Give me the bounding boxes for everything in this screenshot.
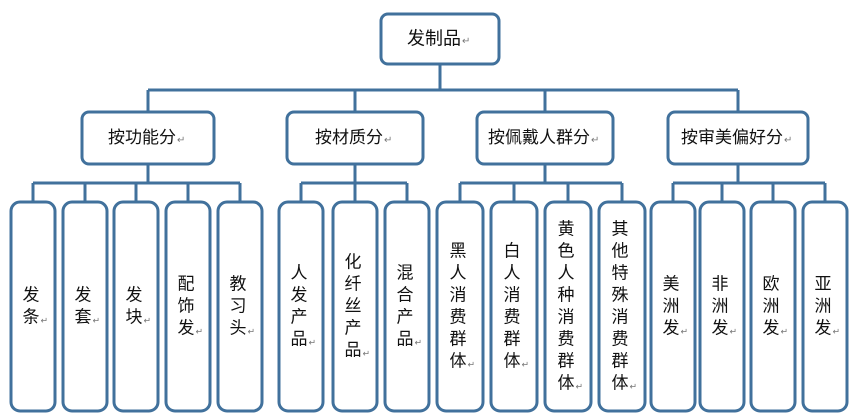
leaf-node-label-1-1-paragraph-mark: ↵ bbox=[41, 317, 49, 327]
leaf-node-label-4-2-paragraph-mark: ↵ bbox=[730, 328, 738, 338]
leaf-node-box-1-3 bbox=[112, 200, 160, 413]
category-node-box-1 bbox=[80, 110, 216, 166]
category-node-label-2: 按材质分 bbox=[315, 128, 383, 148]
leaf-node-box-3-3 bbox=[543, 200, 593, 413]
category-node-label-3: 按佩戴人群分 bbox=[488, 128, 590, 148]
leaf-node-label-4-4-paragraph-mark: ↵ bbox=[833, 328, 841, 338]
leaf-node-box-3-1 bbox=[435, 200, 485, 413]
leaf-node-label-1-2-paragraph-mark: ↵ bbox=[93, 317, 101, 327]
category-node-label-4: 按审美偏好分 bbox=[681, 128, 783, 148]
leaf-node-label-1-4-paragraph-mark: ↵ bbox=[196, 328, 204, 338]
leaf-node-label-1-2: 发套 bbox=[75, 286, 92, 328]
leaf-node-box-2-2 bbox=[331, 200, 379, 413]
root-node-label: 发制品 bbox=[407, 29, 461, 50]
leaf-node-label-2-1: 人发产品 bbox=[291, 264, 308, 350]
leaf-node-box-3-2 bbox=[489, 200, 539, 413]
leaf-node-box-1-1 bbox=[9, 200, 57, 413]
leaf-node-label-2-3-paragraph-mark: ↵ bbox=[415, 339, 423, 349]
leaf-node-label-1-1: 发条 bbox=[23, 286, 40, 328]
leaf-node-label-3-3: 黄色人种消费群体 bbox=[558, 220, 575, 394]
leaf-node-box-2-1 bbox=[277, 200, 325, 413]
category-node-label-3-paragraph-mark: ↵ bbox=[591, 135, 599, 146]
leaf-node-label-4-3-paragraph-mark: ↵ bbox=[781, 328, 789, 338]
category-node-label-4-paragraph-mark: ↵ bbox=[784, 135, 792, 146]
leaf-node-box-3-4 bbox=[597, 200, 647, 413]
leaf-node-label-1-3-paragraph-mark: ↵ bbox=[144, 317, 152, 327]
leaf-node-label-3-1-paragraph-mark: ↵ bbox=[468, 361, 476, 371]
leaf-node-label-1-5-paragraph-mark: ↵ bbox=[248, 328, 256, 338]
leaf-node-box-2-3 bbox=[383, 200, 431, 413]
leaf-node-label-2-2-paragraph-mark: ↵ bbox=[363, 350, 371, 360]
leaf-node-box-4-1 bbox=[649, 200, 697, 413]
category-node-box-2 bbox=[285, 110, 425, 166]
category-node-box-3 bbox=[475, 110, 615, 166]
category-node-label-1-paragraph-mark: ↵ bbox=[177, 135, 185, 146]
category-node-label-2-paragraph-mark: ↵ bbox=[384, 135, 392, 146]
leaf-node-label-3-2: 白人消费群体 bbox=[504, 242, 521, 372]
leaf-node-box-1-4 bbox=[164, 200, 212, 413]
leaf-node-label-2-2: 化纤丝产品 bbox=[345, 253, 362, 361]
leaf-node-label-2-3: 混合产品 bbox=[397, 264, 414, 350]
category-node-box-4 bbox=[666, 110, 810, 166]
leaf-node-box-1-5 bbox=[216, 200, 264, 413]
leaf-node-label-4-3: 欧洲发 bbox=[763, 275, 780, 339]
leaf-node-label-2-1-paragraph-mark: ↵ bbox=[309, 339, 317, 349]
leaf-node-box-4-4 bbox=[801, 200, 849, 413]
leaf-node-label-1-4: 配饰发 bbox=[178, 275, 195, 339]
leaf-node-box-4-3 bbox=[749, 200, 797, 413]
leaf-node-label-3-1: 黑人消费群体 bbox=[450, 242, 467, 372]
leaf-node-label-3-2-paragraph-mark: ↵ bbox=[522, 361, 530, 371]
leaf-node-label-3-4: 其他特殊消费群体 bbox=[612, 220, 629, 394]
leaf-node-label-3-4-paragraph-mark: ↵ bbox=[630, 383, 638, 393]
leaf-node-label-4-1: 美洲发 bbox=[663, 275, 680, 339]
root-node-box bbox=[379, 12, 501, 66]
leaf-node-box-4-2 bbox=[698, 200, 746, 413]
category-node-label-1: 按功能分 bbox=[108, 128, 176, 148]
diagram-nodes: 发制品↵按功能分↵发条↵发套↵发块↵配饰发↵教习头↵按材质分↵人发产品↵化纤丝产… bbox=[9, 12, 849, 413]
leaf-node-label-4-1-paragraph-mark: ↵ bbox=[681, 328, 689, 338]
leaf-node-label-1-5: 教习头 bbox=[230, 275, 247, 339]
leaf-node-label-4-4: 亚洲发 bbox=[815, 275, 832, 339]
leaf-node-label-3-3-paragraph-mark: ↵ bbox=[576, 383, 584, 393]
leaf-node-box-1-2 bbox=[61, 200, 109, 413]
root-node-label-paragraph-mark: ↵ bbox=[462, 36, 470, 47]
connector-lines bbox=[31, 64, 827, 202]
leaf-node-label-1-3: 发块 bbox=[126, 286, 143, 328]
leaf-node-label-4-2: 非洲发 bbox=[712, 275, 729, 339]
